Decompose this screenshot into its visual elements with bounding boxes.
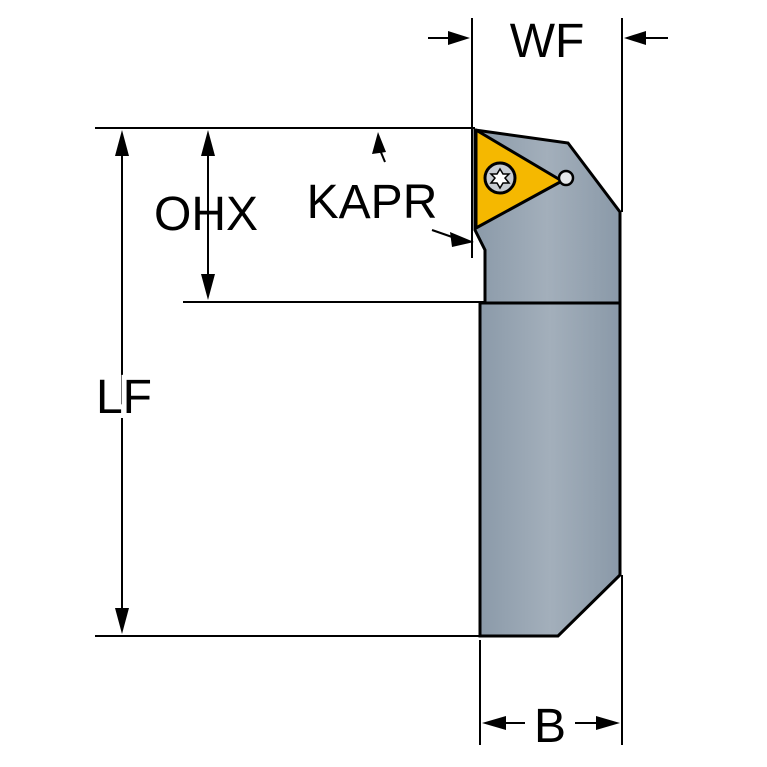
arrowheads — [115, 31, 646, 730]
torx-recess-icon — [489, 167, 511, 190]
ohx-label: OHX — [154, 188, 258, 241]
wf-label: WF — [510, 15, 585, 68]
dimension-lines — [95, 18, 668, 745]
kapr-label: KAPR — [307, 176, 438, 229]
tool-shank — [478, 301, 622, 638]
wf-arrow-left-icon — [624, 31, 646, 45]
dimension-labels: WF OHX KAPR LF B — [91, 15, 585, 753]
b-label: B — [534, 700, 566, 753]
ohx-arrow-up-icon — [201, 130, 215, 156]
b-arrow-right-icon — [596, 716, 620, 730]
kapr-arrow-up-icon — [372, 132, 386, 154]
kapr-arrow-right-icon — [450, 232, 474, 247]
triangular-insert — [474, 128, 564, 230]
cutting-insert — [474, 128, 575, 230]
b-arrow-left-icon — [482, 716, 506, 730]
ohx-arrow-down-icon — [201, 274, 215, 300]
pin-hole-icon — [557, 169, 575, 187]
lf-arrow-down-icon — [115, 608, 129, 634]
lf-arrow-up-icon — [115, 130, 129, 156]
lf-label: LF — [96, 371, 152, 424]
wf-arrow-right-icon — [448, 31, 470, 45]
